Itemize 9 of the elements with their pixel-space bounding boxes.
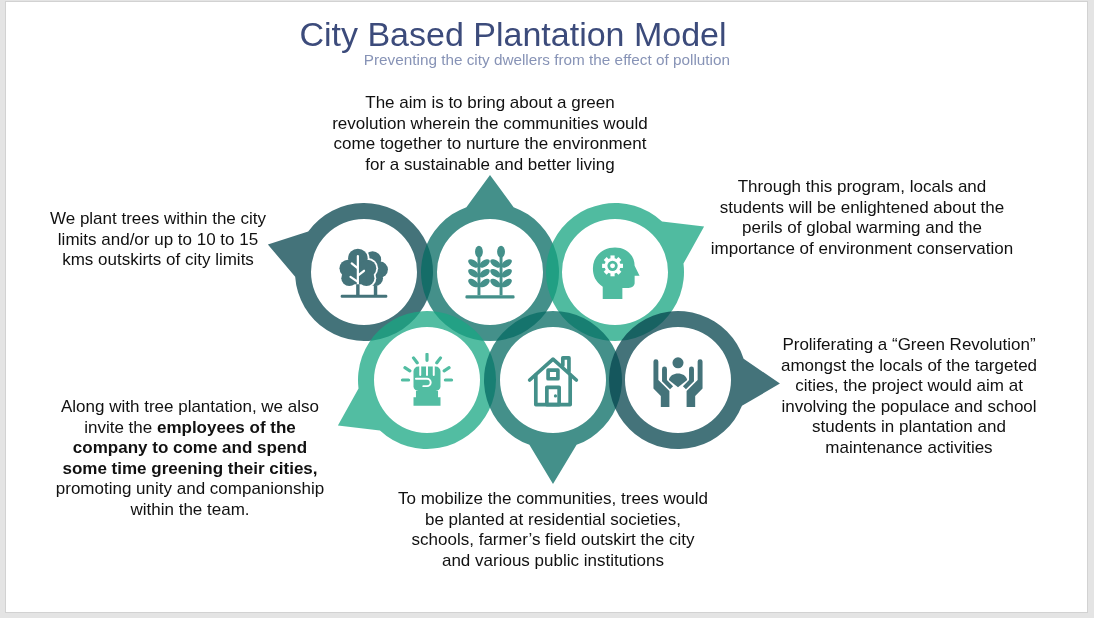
description-text: Proliferating a “Green Revolution” amongst the locals of the targeted cities, the project would aim at involving the populace and school students in plantation and maintenance activities [779, 335, 1039, 458]
callout-ring [609, 311, 780, 449]
title: City Based Plantation Model [299, 16, 727, 52]
description-text: To mobilize the communities, trees would be planted at residential societies, schools, farmer’s field outskirt the city and various public institutions [397, 489, 709, 571]
description-text: Along with tree plantation, we also invite the employees of the company to come and spend some time greening their cities, promoting unity and companionship within the team. [54, 397, 326, 520]
description-text: Through this program, locals and students will be enlightened about the perils of global warming and the importance of environment conservation [709, 177, 1015, 259]
subtitle: Preventing the city dwellers from the effect of pollution [363, 52, 730, 68]
description-text: We plant trees within the city limits and/or up to 10 to 15 kms outskirts of city limits [48, 209, 268, 271]
description-text: The aim is to bring about a green revolution wherein the communities would come together to nurture the environment for a sustainable and better living [331, 93, 649, 175]
